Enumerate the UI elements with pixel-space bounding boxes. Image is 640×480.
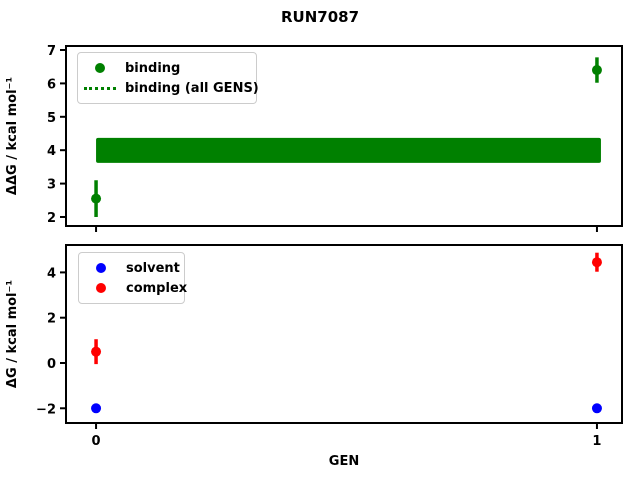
y-tick-label: −2 [36, 402, 56, 417]
solvent-point [91, 403, 102, 414]
legend-dot-marker [83, 63, 117, 73]
y-axis-label: ΔΔG / kcal mol⁻¹ [5, 77, 20, 195]
y-axis-label: ΔG / kcal mol⁻¹ [5, 280, 20, 388]
legend-label: solvent [126, 260, 180, 276]
y-tick-label: 2 [47, 312, 56, 327]
legend-item: solvent [84, 258, 180, 278]
legend-item: complex [84, 278, 187, 298]
legend-item: binding (all GENS) [83, 78, 259, 98]
y-tick-label: 2 [47, 211, 56, 226]
legend-label: binding (all GENS) [125, 80, 259, 96]
binding-point [91, 193, 102, 204]
band-all-gens [96, 137, 601, 163]
legend-dot-marker [84, 283, 118, 293]
dot-icon [96, 283, 106, 293]
legend-item: binding [83, 58, 247, 78]
legend-label: binding [125, 60, 181, 76]
legend-top: binding binding (all GENS) [77, 52, 259, 104]
x-axis-label: GEN [329, 454, 359, 469]
x-tick-label: 0 [92, 434, 101, 449]
y-tick-label: 6 [47, 77, 56, 92]
legend-bottom: solvent complex [78, 252, 187, 304]
y-tick-label: 7 [47, 44, 56, 59]
dot-icon [96, 263, 106, 273]
x-tick-label: 1 [592, 434, 601, 449]
binding-point [591, 65, 602, 76]
y-tick-label: 4 [47, 266, 56, 281]
complex-point [591, 257, 602, 268]
legend-dot-marker [84, 263, 118, 273]
y-tick-label: 5 [47, 111, 56, 126]
dotted-line-icon [84, 86, 116, 90]
y-tick-label: 3 [47, 178, 56, 193]
axes-spines [65, 244, 623, 424]
legend-dotted-line-marker [83, 86, 117, 90]
chart-title: RUN7087 [280, 8, 360, 26]
legend-label: complex [126, 280, 188, 296]
complex-point [91, 346, 102, 357]
dot-icon [95, 63, 105, 73]
y-tick-label: 0 [47, 357, 56, 372]
axes-spines [65, 45, 623, 227]
solvent-point [591, 403, 602, 414]
y-tick-label: 4 [47, 144, 56, 159]
